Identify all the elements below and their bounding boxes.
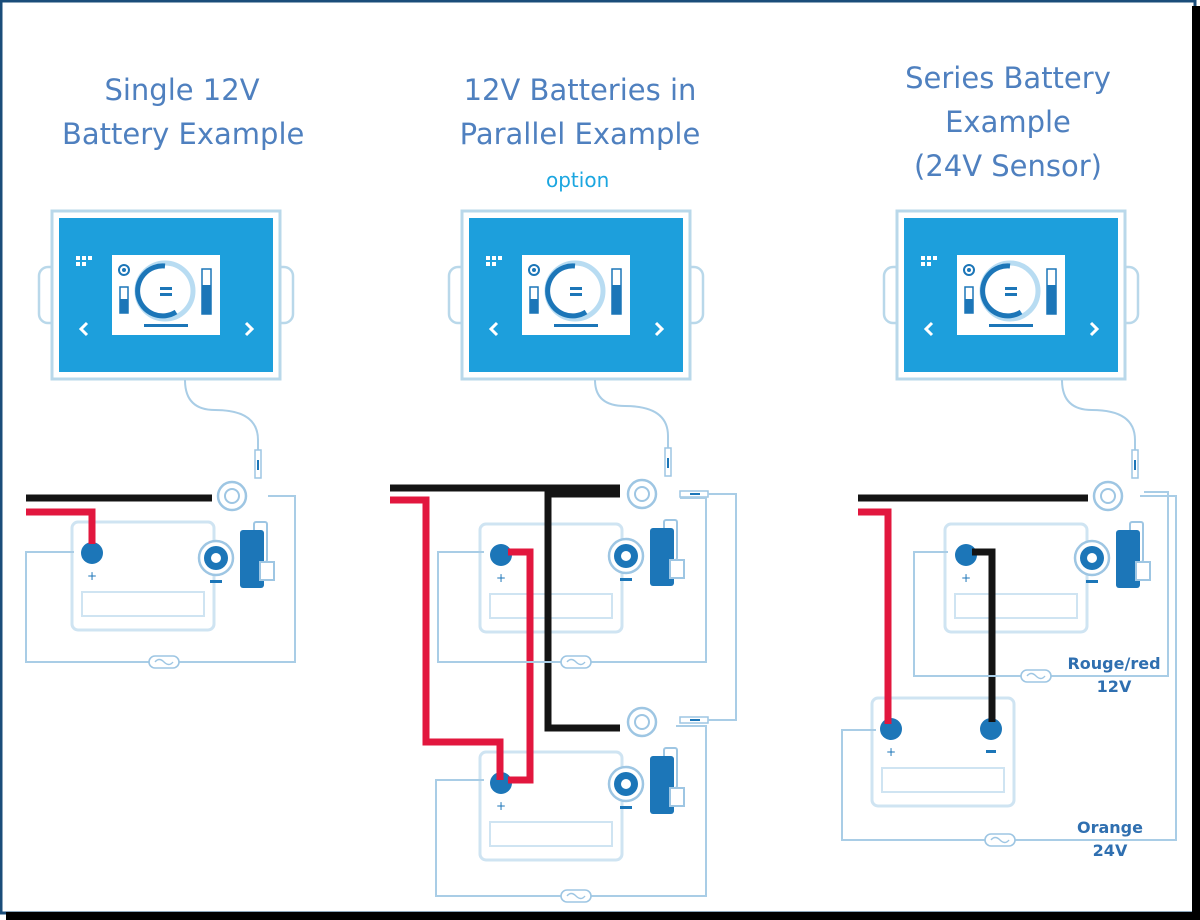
inline-fuse [1020,669,1052,683]
positive-cable [858,508,892,724]
plus-sign: + [87,569,97,583]
battery-positive-terminal [490,544,512,566]
wire-label-voltage: 24V [1092,841,1128,860]
sense-wire [184,379,259,478]
panel-title-single: Single 12V Battery Example [62,68,305,156]
panel-title-parallel: 12V Batteries in Parallel Example [448,68,712,156]
title-line: Parallel Example [459,117,701,151]
minus-sign [986,750,996,753]
battery-positive-terminal [955,544,977,566]
battery-monitor [884,211,1138,379]
positive-cable [508,548,534,784]
option-note: option [546,168,610,192]
title-line: Series Battery [905,61,1111,95]
sense-link [708,493,737,721]
panel-title-series: Series Battery Example (24V Sensor) [890,56,1126,188]
sensor-plug [679,490,709,498]
battery-monitor [449,211,703,379]
parallel-panel: + + [390,211,737,903]
sensor-plug [254,449,262,479]
border-shadow [6,912,1200,920]
battery-positive-terminal [490,772,512,794]
border-shadow [1192,6,1200,920]
plus-sign: + [496,799,506,813]
positive-cable [26,508,96,544]
series-panel: + + [841,211,1177,847]
title-line: 12V Batteries in [463,73,697,107]
wire-label-12v: Rouge/red 12V [1056,654,1172,696]
wire-label-24v: Orange 24V [1060,818,1160,860]
negative-cable [544,490,620,732]
title-line: Single 12V [104,73,260,107]
title-line: Example [945,105,1071,139]
sensor-plug [664,447,672,477]
inline-fuse [560,655,592,669]
wire-label-color: Orange [1077,818,1143,837]
inline-fuse [984,833,1016,847]
negative-cable [972,548,996,722]
plus-sign: + [886,745,896,759]
sensor-plug [679,716,709,724]
plus-sign: + [496,571,506,585]
sense-wire [1061,379,1136,474]
wire-label-voltage: 12V [1096,677,1132,696]
title-line: Battery Example [62,117,305,151]
wire-label-color: Rouge/red [1067,654,1161,673]
plus-sign: + [961,571,971,585]
positive-cable [390,496,504,780]
inline-fuse [148,655,180,669]
sensor-plug [1131,449,1139,479]
battery-negative-terminal [980,718,1002,740]
single-battery-panel: + [25,211,296,669]
title-line: (24V Sensor) [914,149,1102,183]
battery-monitor [39,211,293,379]
battery-positive-terminal [81,542,103,564]
inline-fuse [560,889,592,903]
sense-wire [594,379,669,472]
